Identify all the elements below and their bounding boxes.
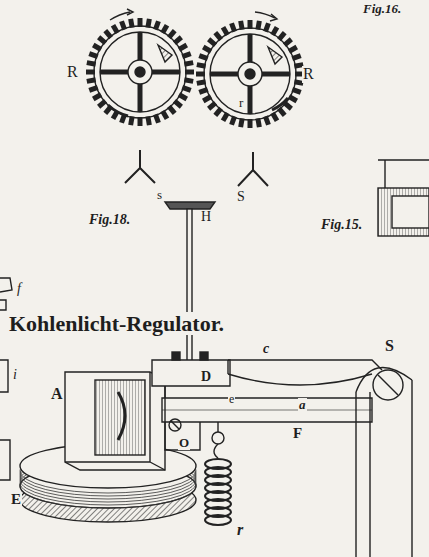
part-letter: r (236, 522, 244, 539)
gear-tooth (213, 31, 223, 41)
part-letter: R (302, 66, 315, 83)
part-letter: f (16, 282, 22, 297)
part-letter: s (156, 188, 163, 202)
figure-label: Fig.15. (320, 218, 363, 233)
part-letter: O (178, 436, 190, 450)
gear-tooth (97, 99, 107, 109)
gear-tooth (173, 99, 183, 109)
part-letter: e (228, 393, 235, 406)
gear-tooth (277, 107, 287, 117)
part-letter: D (200, 370, 212, 385)
spring (205, 459, 231, 525)
gear-tooth (173, 35, 183, 45)
part-letter: a (298, 398, 307, 412)
gear-tooth (283, 37, 293, 47)
part-letter: S (236, 190, 246, 205)
gear-tooth (103, 29, 113, 39)
part-letter: c (262, 342, 270, 357)
part-letter: H (200, 210, 212, 225)
figure-label: Fig.18. (88, 213, 131, 228)
part-letter: F (292, 426, 303, 442)
gear-tooth (167, 29, 177, 39)
gear-tooth (167, 105, 177, 115)
part-letter: A (50, 386, 64, 403)
gear-teeth (86, 18, 304, 128)
part-letter: R (66, 64, 79, 81)
figure-label: Kohlenlicht-Regulator. (8, 312, 225, 335)
part-letter: S (384, 338, 395, 355)
gear-tooth (207, 37, 217, 47)
part-letter: E (10, 492, 22, 508)
gear-tooth (277, 31, 287, 41)
part-letter: i (12, 368, 18, 383)
spring-coil (205, 515, 231, 525)
gear-tooth (207, 101, 217, 111)
figure-label: Fig.16. (362, 2, 402, 16)
gear-tooth (97, 35, 107, 45)
part-letter: r (238, 96, 244, 110)
gear-tooth (213, 107, 223, 117)
